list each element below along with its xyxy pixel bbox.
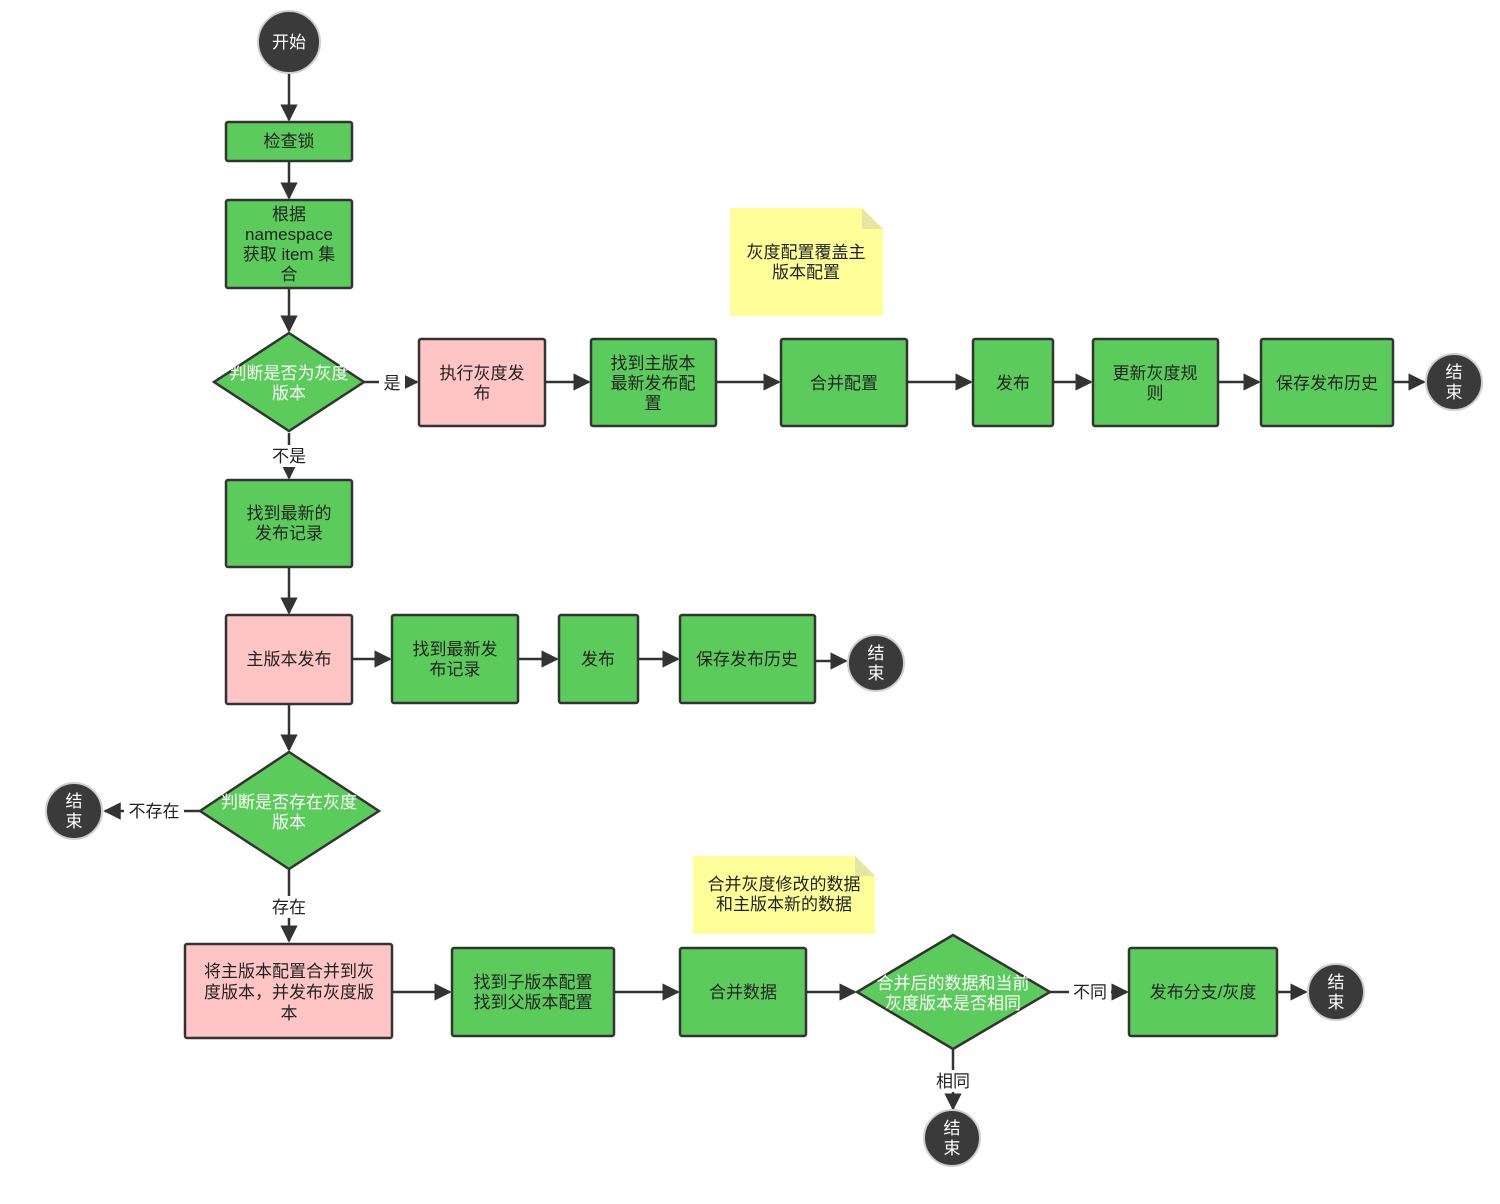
svg-text:灰度版本是否相同: 灰度版本是否相同 xyxy=(885,994,1021,1013)
node-end-4: 结 束 xyxy=(1307,963,1365,1021)
svg-text:布: 布 xyxy=(474,384,491,403)
node-merge-main-to-gray: 将主版本配置合并到灰 度版本，并发布灰度版 本 xyxy=(183,942,394,1040)
node-find-latest-record-2: 找到最新发 布记录 xyxy=(390,613,520,705)
svg-text:判断是否为灰度: 判断是否为灰度 xyxy=(230,364,349,383)
svg-text:将主版本配置合并到灰: 将主版本配置合并到灰 xyxy=(204,962,374,981)
edge-labels: 是 不是 不存在 存在 不同 相同 xyxy=(124,372,1111,1092)
node-end-1: 结 束 xyxy=(1425,353,1483,411)
svg-text:最新发布配: 最新发布配 xyxy=(611,374,696,393)
svg-text:保存发布历史: 保存发布历史 xyxy=(696,650,798,669)
node-publish-branch: 发布分支/灰度 xyxy=(1127,946,1279,1038)
svg-text:结: 结 xyxy=(868,644,885,663)
node-do-gray-release: 执行灰度发 布 xyxy=(417,337,547,428)
node-is-gray-decision: 判断是否为灰度 版本 xyxy=(211,331,367,433)
svg-text:束: 束 xyxy=(1446,383,1463,402)
node-find-latest-record: 找到最新的 发布记录 xyxy=(224,478,354,569)
svg-text:结: 结 xyxy=(1446,363,1463,382)
svg-text:结: 结 xyxy=(66,792,83,811)
svg-text:找到最新的: 找到最新的 xyxy=(247,504,332,523)
svg-text:保存发布历史: 保存发布历史 xyxy=(1276,374,1378,393)
edge-label-yes: 是 xyxy=(384,374,401,393)
svg-text:结: 结 xyxy=(1328,973,1345,992)
svg-text:合并灰度修改的数据: 合并灰度修改的数据 xyxy=(708,875,861,894)
svg-text:发布分支/灰度: 发布分支/灰度 xyxy=(1150,983,1257,1002)
node-end-2: 结 束 xyxy=(847,634,905,692)
edge-label-no: 不是 xyxy=(272,447,306,466)
svg-text:本: 本 xyxy=(281,1004,298,1023)
svg-text:发布: 发布 xyxy=(581,650,615,669)
svg-text:则: 则 xyxy=(1147,384,1164,403)
node-check-lock: 检查锁 xyxy=(224,120,354,163)
svg-text:找到子版本配置: 找到子版本配置 xyxy=(474,973,593,992)
svg-text:合: 合 xyxy=(281,265,298,284)
node-publish-2: 发布 xyxy=(557,613,640,705)
node-end-3: 结 束 xyxy=(45,782,103,840)
svg-text:合并配置: 合并配置 xyxy=(810,374,878,393)
node-merge-data: 合并数据 xyxy=(678,946,808,1038)
svg-text:namespace: namespace xyxy=(245,225,333,244)
node-same-as-current-decision: 合并后的数据和当前 灰度版本是否相同 xyxy=(854,933,1053,1051)
svg-text:和主版本新的数据: 和主版本新的数据 xyxy=(716,895,852,914)
node-publish-1: 发布 xyxy=(971,337,1055,428)
node-merge-config: 合并配置 xyxy=(779,337,909,428)
svg-text:置: 置 xyxy=(645,394,662,413)
node-gray-exists-decision: 判断是否存在灰度 版本 xyxy=(197,750,382,871)
node-save-history-2: 保存发布历史 xyxy=(678,613,817,705)
svg-text:开始: 开始 xyxy=(272,33,306,52)
edge-label-exists: 存在 xyxy=(272,898,306,917)
node-get-items: 根据 namespace 获取 item 集 合 xyxy=(224,198,354,290)
note-gray-override: 灰度配置覆盖主 版本配置 xyxy=(730,208,883,316)
svg-text:度版本，并发布灰度版: 度版本，并发布灰度版 xyxy=(204,983,374,1002)
edge-label-same: 相同 xyxy=(936,1072,970,1091)
node-find-child-parent: 找到子版本配置 找到父版本配置 xyxy=(450,946,616,1038)
node-update-gray-rules: 更新灰度规 则 xyxy=(1091,337,1220,428)
svg-text:根据: 根据 xyxy=(272,205,306,224)
svg-text:发布记录: 发布记录 xyxy=(255,524,323,543)
svg-text:版本: 版本 xyxy=(272,813,306,832)
svg-text:检查锁: 检查锁 xyxy=(264,132,315,151)
node-start: 开始 xyxy=(257,10,321,74)
svg-text:版本: 版本 xyxy=(272,384,306,403)
svg-text:找到父版本配置: 找到父版本配置 xyxy=(474,993,593,1012)
node-main-release: 主版本发布 xyxy=(224,613,354,706)
edge-label-different: 不同 xyxy=(1073,983,1107,1002)
note-merge-gray-changes: 合并灰度修改的数据 和主版本新的数据 xyxy=(693,856,875,934)
svg-text:灰度配置覆盖主: 灰度配置覆盖主 xyxy=(747,243,866,262)
svg-text:布记录: 布记录 xyxy=(430,660,481,679)
node-save-history-1: 保存发布历史 xyxy=(1259,337,1395,428)
svg-text:执行灰度发: 执行灰度发 xyxy=(440,364,525,383)
svg-text:束: 束 xyxy=(66,812,83,831)
node-end-5: 结 束 xyxy=(923,1109,981,1167)
svg-text:合并后的数据和当前: 合并后的数据和当前 xyxy=(877,974,1030,993)
edge-label-not-exists: 不存在 xyxy=(129,802,180,821)
svg-text:获取 item 集: 获取 item 集 xyxy=(243,245,336,264)
node-find-main-latest: 找到主版本 最新发布配 置 xyxy=(589,337,718,428)
svg-text:判断是否存在灰度: 判断是否存在灰度 xyxy=(221,793,357,812)
svg-text:更新灰度规: 更新灰度规 xyxy=(1113,364,1198,383)
svg-text:束: 束 xyxy=(868,664,885,683)
svg-text:找到最新发: 找到最新发 xyxy=(413,640,498,659)
svg-text:找到主版本: 找到主版本 xyxy=(611,354,696,373)
svg-text:发布: 发布 xyxy=(996,374,1030,393)
svg-text:版本配置: 版本配置 xyxy=(772,263,840,282)
svg-text:束: 束 xyxy=(944,1139,961,1158)
svg-text:束: 束 xyxy=(1328,993,1345,1012)
svg-text:结: 结 xyxy=(944,1119,961,1138)
svg-text:主版本发布: 主版本发布 xyxy=(247,650,332,669)
svg-text:合并数据: 合并数据 xyxy=(709,983,777,1002)
